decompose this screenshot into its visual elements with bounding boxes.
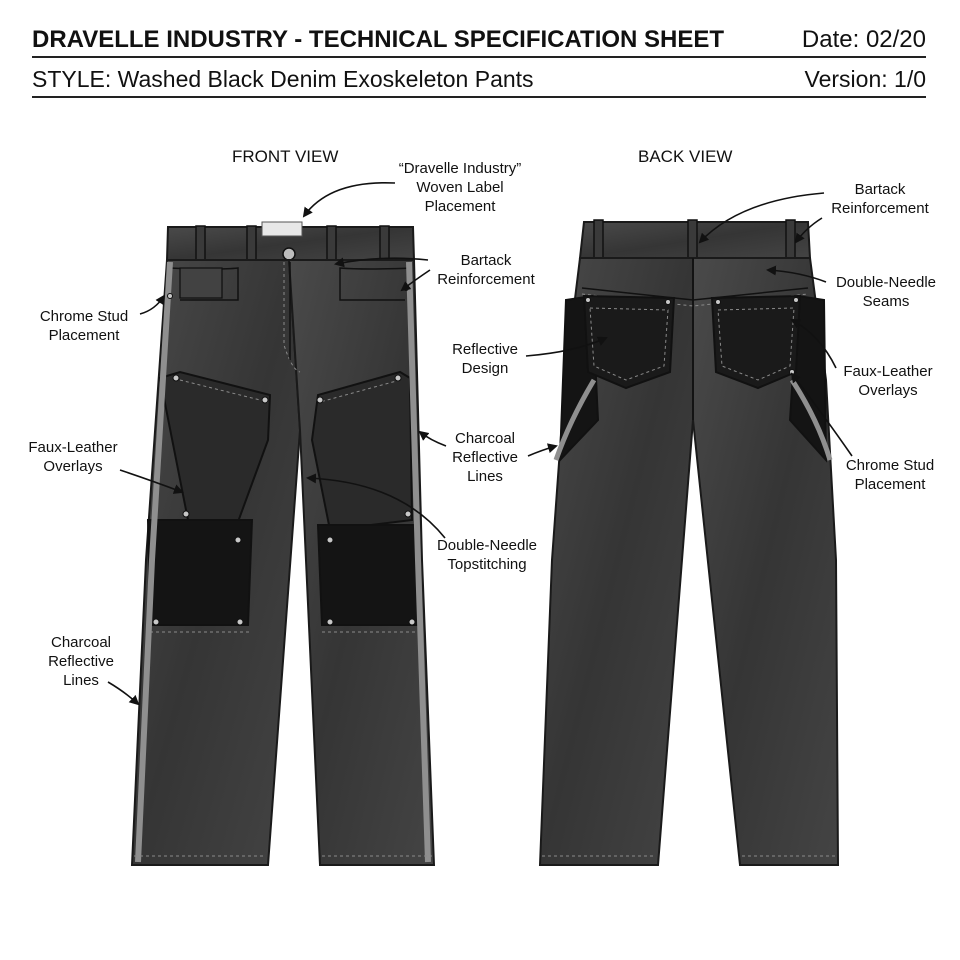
arrow-front-chrome-stud	[139, 294, 166, 315]
callout-back-reflective: Reflective Design	[452, 341, 518, 377]
chrome-stud	[408, 618, 416, 626]
back-reflective-curve-right	[789, 378, 833, 461]
chrome-stud	[326, 536, 334, 544]
front-belt-loop	[379, 225, 390, 263]
arrow-front-bartack	[334, 257, 429, 268]
callout-front-charcoal-right: Charcoal Reflective Lines	[452, 430, 518, 485]
back-pocket-left	[582, 294, 676, 390]
woven-label	[261, 221, 303, 237]
back-belt-loop	[687, 219, 698, 261]
chrome-stud	[172, 374, 180, 382]
chrome-stud	[665, 299, 671, 305]
chrome-stud	[167, 293, 173, 299]
front-pocket-right	[339, 267, 413, 301]
arrow-back-bartack-2	[794, 217, 823, 244]
back-belt-loop	[785, 219, 796, 259]
arrow-back-charcoal	[527, 443, 558, 457]
back-view-pants	[538, 219, 840, 866]
waist-button	[282, 247, 296, 261]
front-view-title: FRONT VIEW	[232, 147, 339, 166]
front-reflective-stripe-left	[135, 261, 173, 863]
back-pocket-right	[710, 294, 802, 390]
sheet-title-row: DRAVELLE INDUSTRY - TECHNICAL SPECIFICAT…	[32, 22, 926, 56]
arrow-woven-label	[302, 181, 396, 218]
front-coin-pocket	[179, 267, 223, 299]
arrow-front-bartack-2	[400, 269, 431, 292]
front-belt-loop	[246, 225, 257, 263]
version-number: Version: 1/0	[804, 66, 926, 92]
chrome-stud	[404, 510, 412, 518]
callout-back-chrome-stud: Chrome Stud Placement	[845, 457, 935, 493]
back-pocket-stitch	[717, 307, 795, 381]
arrow-front-faux-leather	[119, 469, 184, 494]
chrome-stud	[326, 618, 334, 626]
style-row: STYLE: Washed Black Denim Exoskeleton Pa…	[32, 62, 926, 96]
arrow-back-chrome-stud	[790, 372, 853, 457]
back-reflective-curve-left	[553, 378, 597, 461]
style-name: STYLE: Washed Black Denim Exoskeleton Pa…	[32, 66, 534, 92]
style-divider	[32, 96, 926, 98]
chrome-stud	[715, 299, 721, 305]
arrow-back-faux-leather	[790, 319, 837, 369]
callout-back-double-needle: Double-Needle Seams	[835, 274, 937, 310]
callout-back-faux-leather: Faux-Leather Overlays	[843, 363, 933, 399]
callout-front-charcoal-left: Charcoal Reflective Lines	[48, 634, 114, 689]
chrome-stud	[793, 297, 799, 303]
chrome-stud	[789, 369, 795, 375]
back-belt-loop	[593, 219, 604, 259]
chrome-stud	[261, 396, 269, 404]
header-divider	[32, 56, 926, 58]
arrow-back-double-needle	[766, 265, 827, 283]
arrow-front-charcoal-right	[418, 430, 447, 447]
back-view-title: BACK VIEW	[638, 147, 733, 166]
chrome-stud	[234, 536, 242, 544]
callout-front-double-needle: Double-Needle Topstitching	[436, 537, 538, 573]
arrow-back-reflective	[525, 336, 608, 357]
front-view-pants	[130, 221, 436, 866]
front-faux-leather-thigh-right	[310, 370, 414, 532]
callout-arrows	[107, 181, 853, 706]
arrow-front-charcoal-left	[107, 681, 140, 706]
chrome-stud	[585, 297, 591, 303]
arrow-back-bartack	[698, 192, 825, 244]
sheet-date: Date: 02/20	[801, 26, 926, 53]
sheet-title: DRAVELLE INDUSTRY - TECHNICAL SPECIFICAT…	[32, 26, 725, 53]
chrome-stud	[182, 510, 190, 518]
callout-front-faux-leather: Faux-Leather Overlays	[28, 439, 118, 475]
callout-back-bartack: Bartack Reinforcement	[831, 181, 929, 217]
front-belt-loop	[326, 225, 337, 263]
back-chrome-studs	[585, 297, 799, 375]
arrow-front-double-needle	[306, 473, 446, 539]
callout-front-chrome-stud: Chrome Stud Placement	[39, 308, 129, 344]
chrome-stud	[152, 618, 160, 626]
front-faux-leather-knee-left	[146, 519, 254, 626]
chrome-stud	[394, 374, 402, 382]
front-belt-loop	[195, 225, 206, 263]
callout-woven-label: “Dravelle Industry” Woven Label Placemen…	[398, 160, 522, 215]
callout-front-bartack: Bartack Reinforcement	[437, 252, 535, 288]
chrome-stud	[316, 396, 324, 404]
thigh-topstitching	[319, 379, 401, 403]
chrome-stud	[236, 618, 244, 626]
front-reflective-stripe-right	[406, 261, 431, 863]
